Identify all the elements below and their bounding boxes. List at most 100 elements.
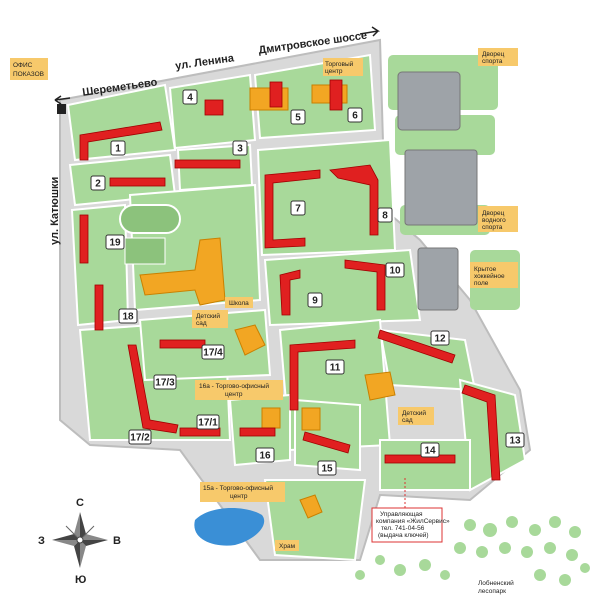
building-number-19[interactable]: 19 xyxy=(105,234,125,250)
kindergarten1-label: Детский xyxy=(196,312,220,320)
svg-text:10: 10 xyxy=(389,266,401,277)
svg-text:16: 16 xyxy=(259,451,271,462)
management-label-1: Управляющая xyxy=(380,511,423,518)
kindergarten1-label-2: сад xyxy=(196,320,207,327)
office-15a-building xyxy=(301,407,321,431)
svg-text:19: 19 xyxy=(109,238,121,249)
mall-label: Торговый xyxy=(325,60,354,68)
kindergarten2-label-2: сад xyxy=(402,417,413,424)
kindergarten2-label: Детский xyxy=(402,409,426,417)
kindergarten-building-1 xyxy=(234,324,266,356)
pond xyxy=(194,508,265,546)
hockey-callout xyxy=(470,262,518,288)
stadium xyxy=(119,204,181,234)
compass-n: С xyxy=(76,497,84,509)
hockey-label: Крытое xyxy=(474,266,497,273)
building-number-12[interactable]: 12 xyxy=(430,330,450,346)
building-number-15[interactable]: 15 xyxy=(317,460,337,476)
forest-label: Лобненский xyxy=(478,579,514,587)
building-number-16[interactable]: 16 xyxy=(255,447,275,463)
svg-text:17/2: 17/2 xyxy=(130,433,150,444)
building-number-7[interactable]: 7 xyxy=(290,200,306,216)
kindergarten-building-2 xyxy=(364,371,396,401)
office-16a-building xyxy=(261,407,281,429)
svg-text:18: 18 xyxy=(122,312,134,323)
building-number-9[interactable]: 9 xyxy=(307,292,323,308)
temple-callout xyxy=(275,540,299,551)
svg-text:5: 5 xyxy=(295,113,301,124)
sport-palace-label: Дворец xyxy=(482,51,505,58)
hockey-label-3: поле xyxy=(474,280,489,287)
kindergarten2-callout xyxy=(398,407,434,425)
sport-palace-building xyxy=(397,71,461,131)
kindergarten1-callout xyxy=(192,310,228,328)
building-number-17-1[interactable]: 17/1 xyxy=(196,414,220,430)
building-number-1[interactable]: 1 xyxy=(110,140,126,156)
compass-e: В xyxy=(113,535,121,547)
svg-text:1: 1 xyxy=(115,144,121,155)
building-number-17-4[interactable]: 17/4 xyxy=(201,344,225,360)
water-palace-label-2: водного xyxy=(482,217,506,224)
building-number-14[interactable]: 14 xyxy=(420,442,440,458)
office15a-label-2: центр xyxy=(230,493,248,500)
building-number-10[interactable]: 10 xyxy=(385,262,405,278)
svg-text:12: 12 xyxy=(434,334,446,345)
building-number-6[interactable]: 6 xyxy=(347,107,363,123)
sport-palace-callout xyxy=(478,48,518,66)
svg-text:3: 3 xyxy=(237,144,243,155)
svg-text:13: 13 xyxy=(509,436,521,447)
office16a-label-2: центр xyxy=(225,391,243,398)
building-number-13[interactable]: 13 xyxy=(505,432,525,448)
building-number-18[interactable]: 18 xyxy=(118,308,138,324)
sport-field xyxy=(124,237,166,265)
forest-label-2: лесопарк xyxy=(478,588,506,595)
forest-trees xyxy=(355,516,590,586)
school-callout xyxy=(225,297,253,308)
svg-text:15: 15 xyxy=(321,464,333,475)
management-label-4: (выдача ключей) xyxy=(378,531,429,539)
office-label: ОФИС xyxy=(13,62,33,69)
hockey-label-2: хоккейное xyxy=(474,272,505,280)
temple-building xyxy=(299,494,323,519)
management-callout xyxy=(371,507,443,543)
building-number-11[interactable]: 11 xyxy=(325,359,345,375)
temple-label: Храм xyxy=(279,543,296,550)
svg-text:9: 9 xyxy=(312,296,318,307)
school-label: Школа xyxy=(229,300,249,307)
office-label-2: ПОКАЗОВ xyxy=(13,71,44,78)
road-katyushki: ул. Катюшки xyxy=(49,177,61,245)
svg-text:8: 8 xyxy=(382,211,388,222)
compass-w: З xyxy=(38,535,45,547)
building-number-17-3[interactable]: 17/3 xyxy=(153,374,177,390)
residential-buildings xyxy=(79,79,501,481)
svg-text:7: 7 xyxy=(295,204,301,215)
management-label-3: тел. 741-04-56 xyxy=(381,525,425,532)
office-icon xyxy=(57,104,66,114)
building-number-3[interactable]: 3 xyxy=(232,140,248,156)
svg-text:6: 6 xyxy=(352,111,358,122)
mall-label-2: центр xyxy=(325,68,343,75)
svg-text:2: 2 xyxy=(95,179,101,190)
building-number-4[interactable]: 4 xyxy=(182,89,198,105)
management-label-2: компания «ЖилСервис» xyxy=(376,518,450,525)
svg-text:4: 4 xyxy=(187,93,193,104)
water-palace-building xyxy=(404,149,478,226)
svg-text:14: 14 xyxy=(424,446,436,457)
building-number-8[interactable]: 8 xyxy=(377,207,393,223)
sport-palace-label-2: спорта xyxy=(482,58,503,65)
water-palace-callout xyxy=(478,206,518,232)
water-palace-label: Дворец xyxy=(482,210,505,217)
compass-rose-icon xyxy=(52,512,108,568)
building-number-17-2[interactable]: 17/2 xyxy=(128,429,152,445)
hockey-building xyxy=(417,247,459,311)
mall-callout xyxy=(323,58,363,76)
svg-text:17/4: 17/4 xyxy=(203,348,223,359)
svg-text:17/3: 17/3 xyxy=(155,378,175,389)
building-number-2[interactable]: 2 xyxy=(90,175,106,191)
office15a-callout xyxy=(200,482,285,502)
road-arrow xyxy=(359,26,380,37)
building-number-5[interactable]: 5 xyxy=(290,109,306,125)
water-palace-label-3: спорта xyxy=(482,224,503,231)
